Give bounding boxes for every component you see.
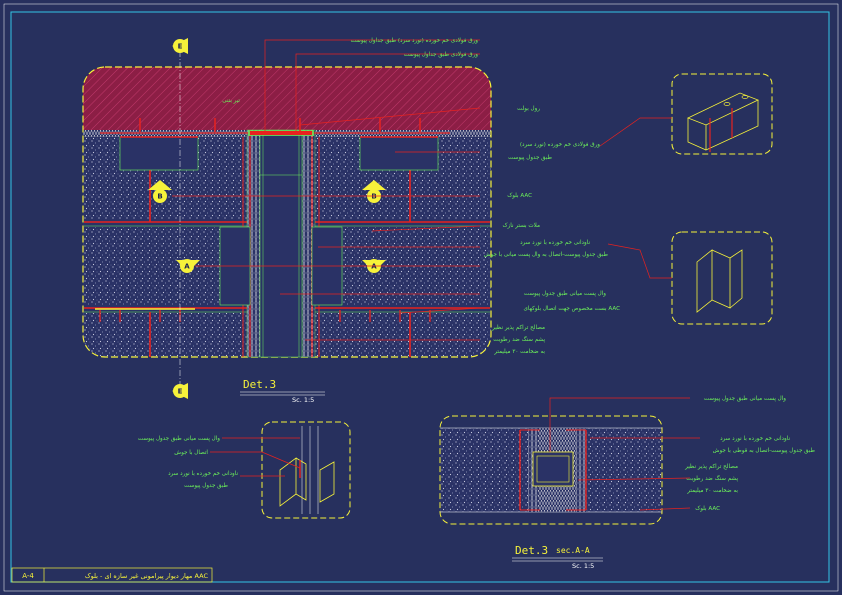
label-wool-c: به ضخامت ۳۰ میلیمتر [493,349,545,355]
title-block: A-4 مهار دیوار پیرامونی غیر سازه ای - بل… [11,567,213,583]
label-wall-post-3: وال پست میانی طبق جدول پیوست [704,396,786,402]
label-channel-a: ناودانی خم خورده با نورد سرد [520,240,590,246]
label-channel-b: طبق جدول پیوست-اتصال به وال پست میانی با… [484,252,609,258]
label-channel-2a: ناودانی خم خورده با نورد سرد [168,471,238,477]
label-concrete-beam: تیر بتنی [222,98,240,104]
label-aac-block: بلوک AAC [507,193,532,199]
iso-detail-channel [671,231,773,325]
iso-leaders [599,117,672,279]
sheet-number: A-4 [22,572,34,580]
label-bent-plate-b: طبق جدول پیوست [508,155,552,161]
main-leaders [172,39,481,341]
label-aac-block-2: بلوک AAC [695,506,720,512]
sec-scale: Sc. 1:5 [572,562,594,570]
det3-scale: Sc. 1:5 [292,396,314,404]
label-wall-post-2: وال پست میانی طبق جدول پیوست [138,436,220,442]
outer-frame [3,3,839,592]
label-bent-plate-a: ورق فولادی خم خورده (نورد سرد) [520,142,600,148]
label-wall-post: وال پست میانی طبق جدول پیوست [524,291,606,297]
main-elevation [82,40,492,400]
marker-e-top: E [172,38,188,54]
svg-text:A: A [371,263,377,271]
label-wool-b: پشم سنگ ضد رطوبت [493,335,545,343]
label-bent-plate-top: ورق فولادی خم خورده (نورد سرد) طبق جداول… [351,38,479,44]
label-wool-a: مصالح تراکم پذیر نظیر [491,324,545,331]
concrete-beam [83,67,491,130]
marker-e-bottom: E [172,383,188,399]
label-aac-clip: بست مخصوص جهت اتصال بلوکهای AAC [523,305,620,312]
label-wool-2c: به ضخامت ۳۰ میلیمتر [686,488,738,494]
label-wool-2b: پشم سنگ ضد رطوبت [686,474,738,482]
iso-detail-bent-plate [671,73,773,155]
weld-leaders [210,437,301,477]
marker-b-left: B [148,180,172,203]
section-a-a [439,415,663,525]
marker-a-left: A [176,259,200,273]
sec-title-suffix: sec.A-A [556,546,590,555]
weld-detail [261,421,351,519]
svg-text:E: E [178,43,183,51]
sec-title: Det.3 [515,544,548,557]
svg-text:E: E [178,388,183,396]
label-thin-mortar: ملات بستر نازک [503,223,540,229]
label-channel-3b: طبق جدول پیوست-اتصال به قوطی با جوش [713,448,816,454]
sheet-title: مهار دیوار پیرامونی غیر سازه ای - بلوک A… [85,572,209,580]
label-roll-bolt: رول بولت [517,106,540,112]
label-weld-joint: اتصال با جوش [174,450,208,456]
svg-text:B: B [157,193,162,201]
label-channel-2b: طبق جدول پیوست [184,483,228,489]
svg-text:B: B [371,193,376,201]
det3-title: Det.3 [243,378,276,391]
inner-frame [10,11,830,583]
section-leaders [549,397,700,511]
label-steel-plate: ورق فولادی طبق جداول پیوست [404,52,479,58]
label-channel-3a: ناودانی خم خورده با نورد سرد [720,436,790,442]
label-wool-2a: مصالح تراکم پذیر نظیر [684,463,738,470]
svg-text:A: A [184,263,190,271]
